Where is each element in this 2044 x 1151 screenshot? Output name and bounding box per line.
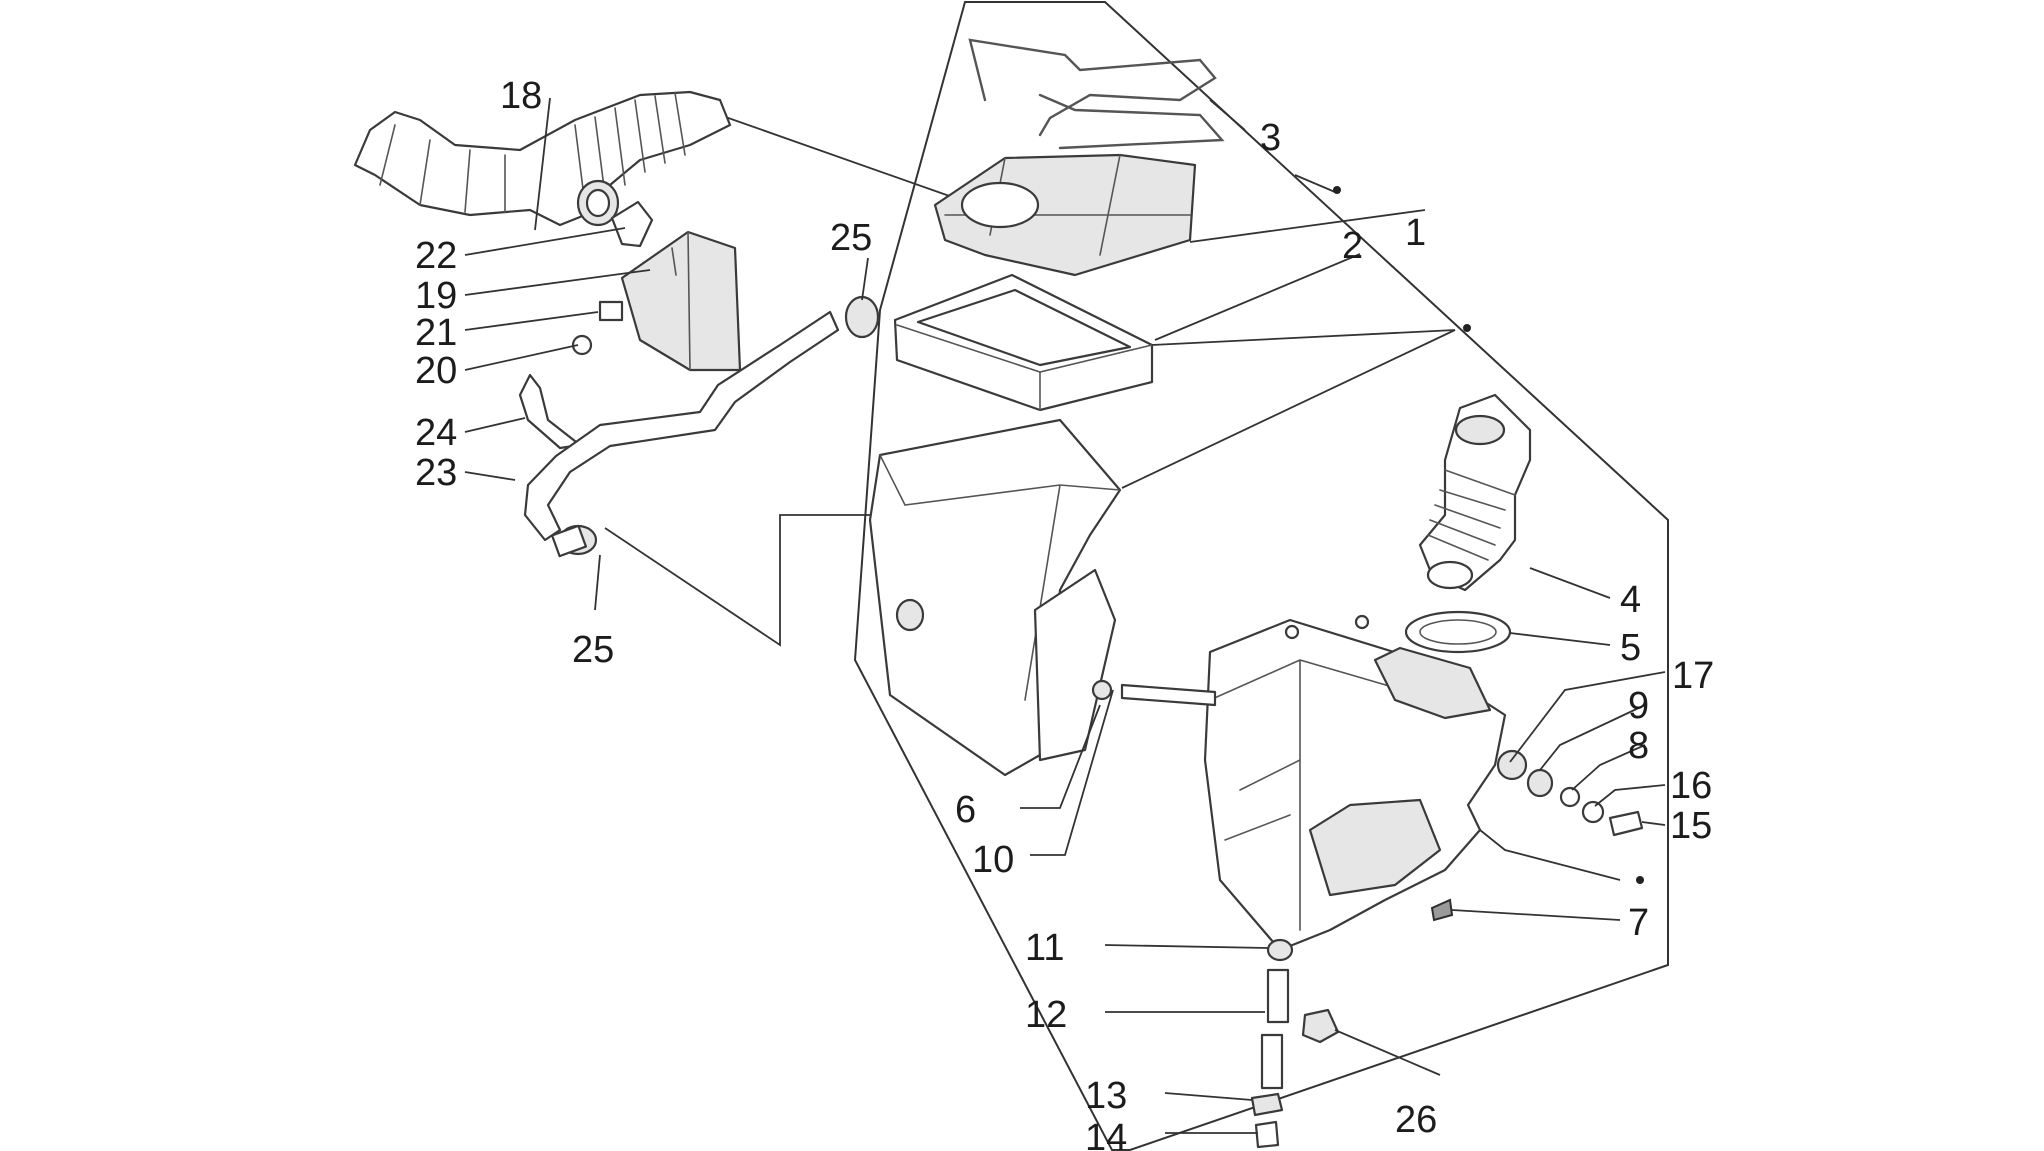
reference-dot-bottom: [1636, 876, 1644, 884]
tube-12-upper: [1266, 968, 1290, 1024]
grommet-17: [1496, 749, 1528, 781]
washer-16: [1581, 800, 1605, 824]
callout-19: 19: [415, 275, 457, 317]
callout-4: 4: [1620, 579, 1641, 621]
airbox-body: [1203, 614, 1507, 952]
clip-21: [598, 300, 624, 322]
clip-24: [518, 373, 582, 450]
callout-25-top: 25: [830, 217, 872, 259]
nut-11: [1266, 938, 1294, 962]
screw-7: [1430, 898, 1454, 922]
callout-25-bottom: 25: [572, 629, 614, 671]
wire-spring-3: [968, 38, 1225, 150]
callout-21: 21: [415, 312, 457, 354]
callout-5: 5: [1620, 627, 1641, 669]
callout-23: 23: [415, 452, 457, 494]
bracket-group: [571, 200, 742, 372]
clip-22: [610, 200, 654, 248]
callout-11: 11: [1025, 927, 1064, 969]
leader-lines: [464, 97, 1666, 1134]
callout-15: 15: [1670, 805, 1712, 847]
clip-26: [1301, 1008, 1340, 1044]
intake-boot-4: [1418, 393, 1532, 592]
assembly-boundary: [853, 1, 1669, 1151]
reference-dot-middle: [1463, 324, 1471, 332]
bolt-20: [571, 334, 593, 356]
airbox-cover: [933, 153, 1197, 277]
gasket-5: [1404, 610, 1512, 654]
tube-12-lower: [1260, 1033, 1284, 1090]
callout-20: 20: [415, 350, 457, 392]
breather-hose-23: [523, 295, 880, 558]
shaft: [1120, 683, 1217, 707]
bush-8: [1559, 786, 1581, 808]
connector-intake-to-cover: [699, 107, 976, 206]
callout-2: 2: [1342, 225, 1363, 267]
callout-10: 10: [972, 839, 1014, 881]
callout-12: 12: [1025, 994, 1067, 1036]
clamp-13: [1250, 1092, 1284, 1117]
fastener-stack: [1496, 749, 1644, 837]
callout-8: 8: [1628, 725, 1649, 767]
plug-14: [1254, 1120, 1280, 1149]
callout-labels: 1 2 3 4 5 6 7 8 9 10 11 12 13 14 15 16 1…: [415, 75, 1714, 1151]
callout-14: 14: [1085, 1117, 1127, 1151]
callout-9: 9: [1628, 685, 1649, 727]
callout-26: 26: [1395, 1099, 1437, 1141]
callout-6: 6: [955, 789, 976, 831]
callout-3: 3: [1260, 117, 1281, 159]
callout-13: 13: [1085, 1075, 1127, 1117]
airbox-housing: [868, 418, 1122, 777]
callout-16: 16: [1670, 765, 1712, 807]
air-filter-2: [893, 273, 1154, 412]
bolt-15: [1608, 810, 1644, 837]
callout-24: 24: [415, 412, 457, 454]
callout-1: 1: [1405, 212, 1426, 254]
drain-assembly: [1250, 938, 1294, 1149]
clamp-25-top: [844, 295, 880, 339]
grommet-9: [1526, 768, 1554, 798]
callout-18: 18: [500, 75, 542, 117]
callout-22: 22: [415, 235, 457, 277]
callout-7: 7: [1628, 902, 1649, 944]
reference-dot-top: [1333, 186, 1341, 194]
callout-17: 17: [1672, 655, 1714, 697]
bracket-19: [620, 230, 742, 372]
